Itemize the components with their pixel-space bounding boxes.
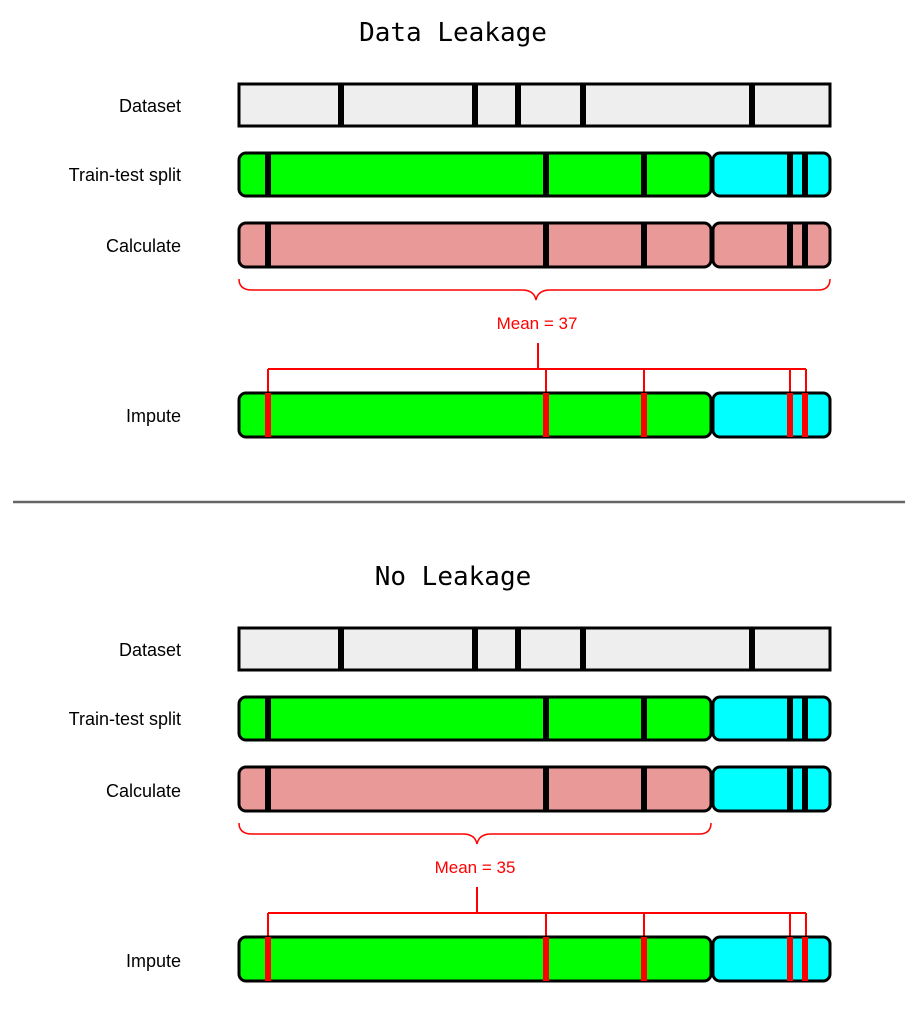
imputed-value-markers xyxy=(265,393,808,437)
train-segment xyxy=(237,221,713,269)
missing-value-markers xyxy=(265,153,808,196)
section-no-leakage: No Leakage Dataset Train-test split Calc… xyxy=(69,562,832,983)
test-segment xyxy=(711,695,832,742)
missing-value-markers xyxy=(338,84,755,126)
row-label-calculate: Calculate xyxy=(106,236,181,256)
train-segment xyxy=(237,391,713,439)
test-segment xyxy=(711,151,832,198)
dataset-bar xyxy=(237,626,832,672)
imputed-value-markers xyxy=(265,937,808,981)
train-segment xyxy=(237,935,713,983)
test-segment xyxy=(711,221,832,269)
row-label-calculate: Calculate xyxy=(106,781,181,801)
train-segment xyxy=(237,765,713,813)
impute-connectors xyxy=(267,343,807,394)
missing-value-markers xyxy=(265,767,808,811)
section-data-leakage: Data Leakage Dataset Train-test split Ca… xyxy=(69,18,832,439)
calculate-bar xyxy=(237,221,832,269)
row-label-impute: Impute xyxy=(126,406,181,426)
row-label-split: Train-test split xyxy=(69,165,181,185)
calculation-brace xyxy=(238,822,712,845)
test-segment xyxy=(711,935,832,983)
row-label-dataset: Dataset xyxy=(119,640,181,660)
missing-value-markers xyxy=(338,628,755,670)
mean-label: Mean = 35 xyxy=(435,858,516,877)
missing-value-markers xyxy=(265,697,808,740)
calculation-brace xyxy=(238,278,831,301)
split-bar xyxy=(237,695,832,742)
row-label-impute: Impute xyxy=(126,951,181,971)
split-bar xyxy=(237,151,832,198)
train-segment xyxy=(237,695,713,742)
test-segment xyxy=(711,391,832,439)
impute-connectors xyxy=(267,887,807,938)
test-segment xyxy=(711,765,832,813)
impute-bar xyxy=(237,391,832,439)
calculate-bar xyxy=(237,765,832,813)
section-title: Data Leakage xyxy=(359,18,547,48)
mean-label: Mean = 37 xyxy=(497,314,578,333)
dataset-bar xyxy=(237,82,832,128)
impute-bar xyxy=(237,935,832,983)
missing-value-markers xyxy=(265,223,808,267)
row-label-dataset: Dataset xyxy=(119,96,181,116)
section-title: No Leakage xyxy=(375,562,532,592)
train-segment xyxy=(237,151,713,198)
row-label-split: Train-test split xyxy=(69,709,181,729)
